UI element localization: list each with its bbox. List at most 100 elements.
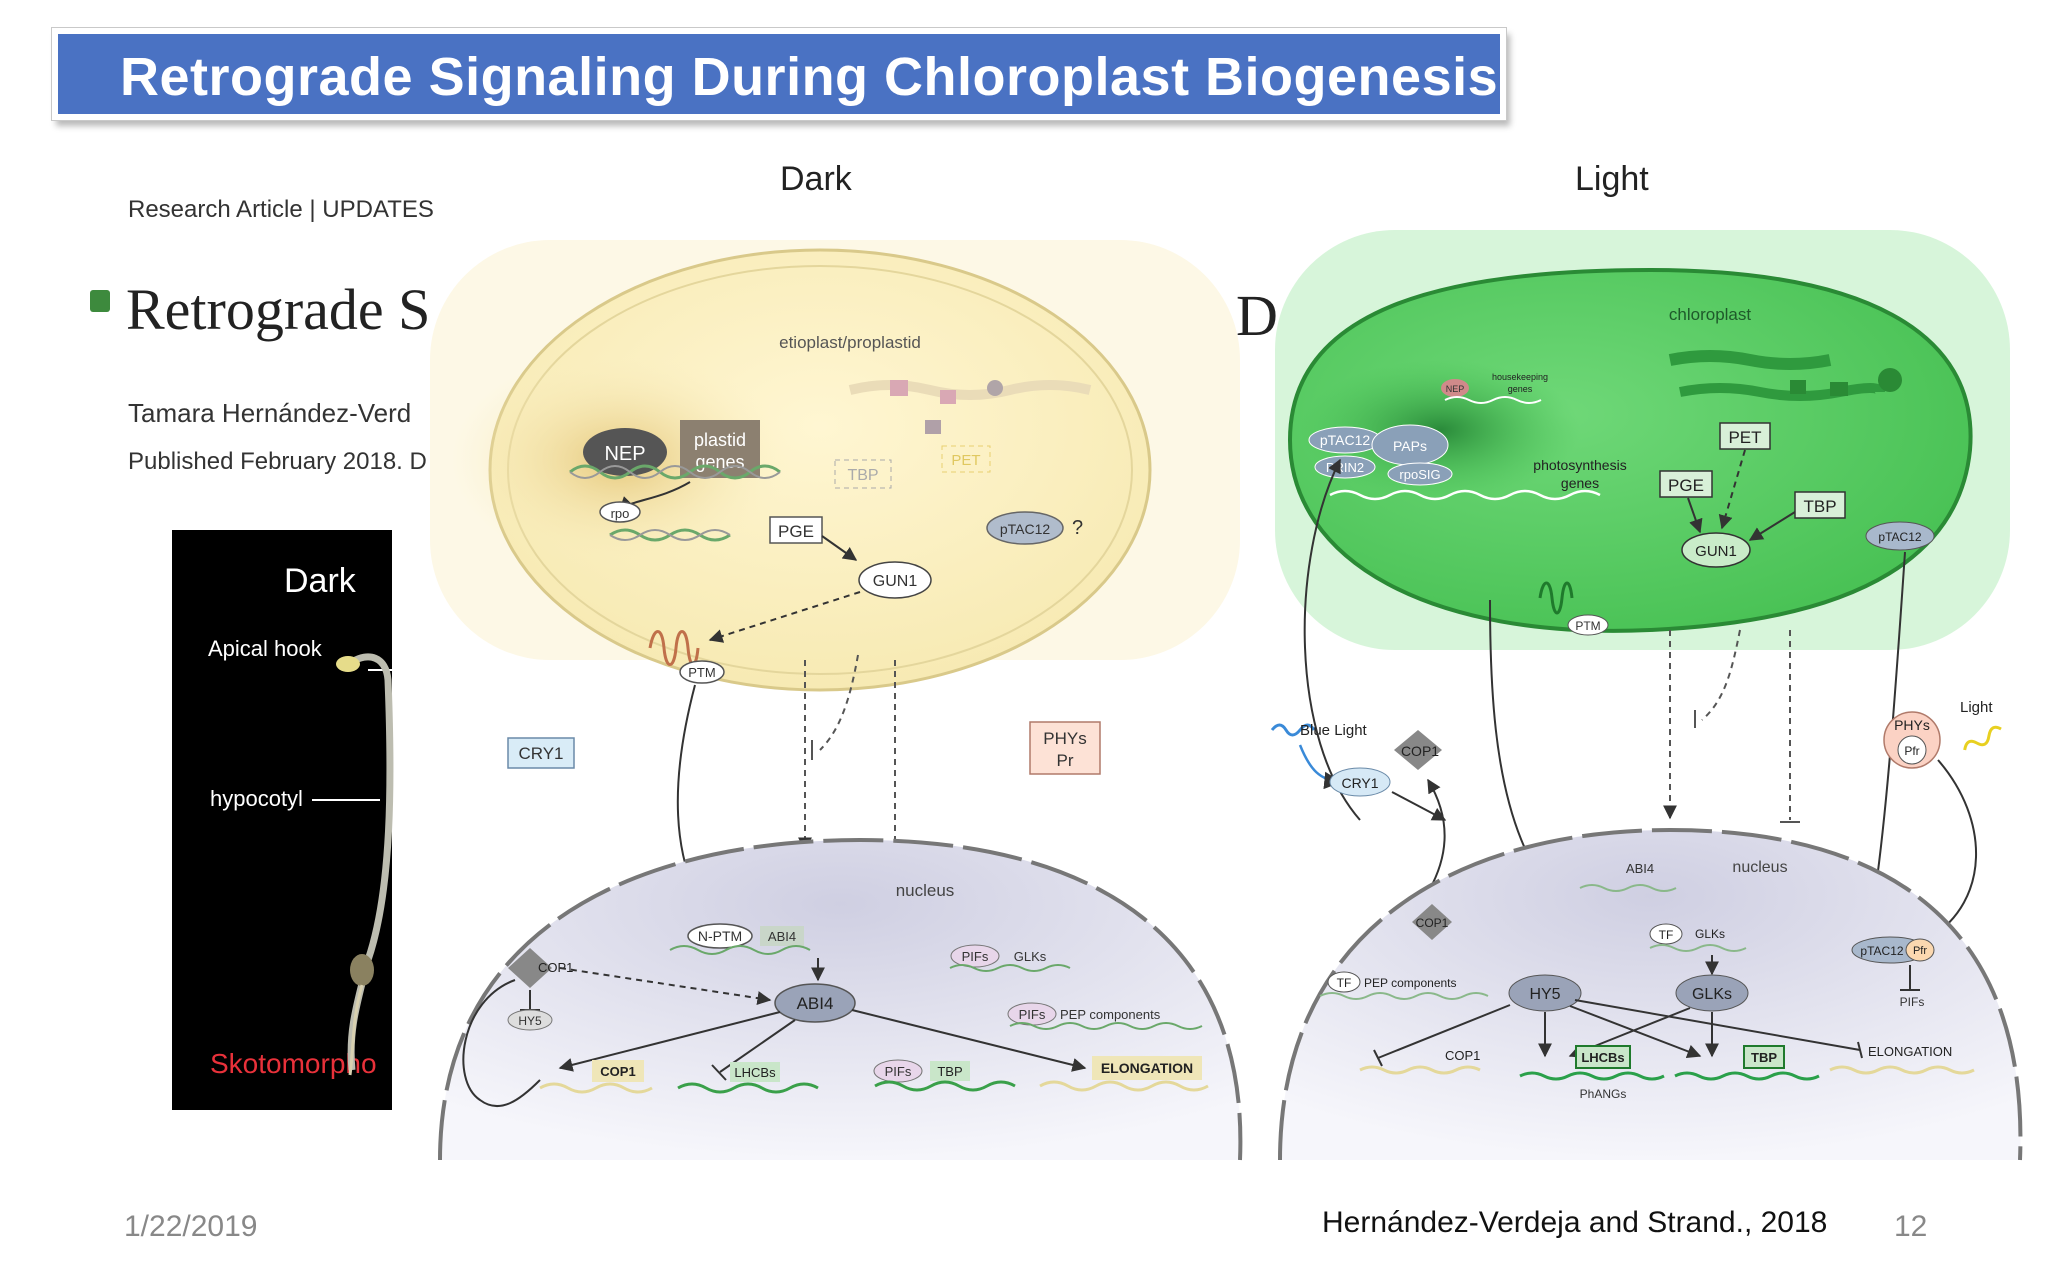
seedling-drawing bbox=[312, 653, 394, 1076]
pifs-protein-3 bbox=[873, 1059, 923, 1083]
glks-label-light: GLKs bbox=[1692, 986, 1732, 1003]
gun1-protein-light bbox=[1681, 532, 1751, 568]
photosynthesis-genes-line1: photosynthesis bbox=[1533, 457, 1626, 473]
tf-label-1: TF bbox=[1659, 928, 1674, 942]
rpo-label: rpo bbox=[611, 506, 630, 521]
cop1-diamond bbox=[508, 948, 552, 988]
abi4-gene-label: ABI4 bbox=[768, 929, 796, 944]
ptac12-label: pTAC12 bbox=[1000, 521, 1051, 537]
light-nucleus bbox=[1278, 827, 2023, 1161]
plastid-genes-line1: plastid bbox=[694, 430, 746, 450]
elongation-label: ELONGATION bbox=[1101, 1060, 1193, 1076]
cop1-label: COP1 bbox=[538, 960, 573, 975]
abi4-label: ABI4 bbox=[797, 994, 834, 1013]
cop1-label-nuclear: COP1 bbox=[1416, 916, 1449, 930]
pge-box bbox=[769, 516, 823, 544]
ptac12-protein-light bbox=[1865, 521, 1935, 551]
glks-gene-label-light: GLKs bbox=[1695, 927, 1725, 941]
cop1-gene-label: COP1 bbox=[600, 1064, 635, 1079]
tf-protein-2 bbox=[1327, 971, 1361, 993]
glks-gene-label: GLKs bbox=[1014, 949, 1047, 964]
paper-title: Retrograde S bbox=[126, 277, 431, 342]
light-panel-label: Light bbox=[1575, 160, 1649, 198]
tbp-gene-label: TBP bbox=[937, 1064, 962, 1079]
pifs-label-1: PIFs bbox=[962, 949, 989, 964]
housekeeping-line1: housekeeping bbox=[1492, 372, 1548, 382]
tbp-gene-label-light: TBP bbox=[1751, 1050, 1777, 1065]
pfr-label-light: Pfr bbox=[1904, 744, 1919, 758]
abi4-protein bbox=[774, 983, 856, 1023]
ptm-protein-light bbox=[1567, 614, 1609, 636]
elongation-label-light: ELONGATION bbox=[1868, 1044, 1952, 1059]
rposig-label: rpoSIG bbox=[1399, 467, 1440, 482]
light-diagram: chloroplast NEP housekeeping genes pTAC1… bbox=[1270, 230, 2023, 1161]
gun1-protein bbox=[858, 561, 932, 599]
pifs-label-3: PIFs bbox=[885, 1064, 912, 1079]
phys-pr-box bbox=[1029, 721, 1101, 775]
photo-title: Dark bbox=[284, 562, 356, 600]
paper-title-peek: D bbox=[1236, 283, 1278, 348]
pifs-label-light: PIFs bbox=[1900, 995, 1925, 1009]
pet-label: PET bbox=[951, 452, 980, 469]
light-label: Light bbox=[1960, 699, 1993, 716]
lhcbs-gene-box bbox=[730, 1062, 780, 1082]
seedling-photo: Dark Apical hook hypocotyl Skotomorpho bbox=[172, 530, 394, 1110]
hy5-protein-light bbox=[1508, 974, 1582, 1012]
gun1-label: GUN1 bbox=[873, 573, 918, 590]
pet-dashed-box bbox=[941, 445, 991, 473]
slide-citation: Hernández-Verdeja and Strand., 2018 bbox=[1322, 1206, 1828, 1239]
paper-snippet: Research Article | UPDATES Retrograde S … bbox=[90, 180, 434, 1110]
tbp-gene-box bbox=[930, 1061, 970, 1081]
pet-box-light bbox=[1719, 422, 1771, 450]
lhcbs-gene-label: LHCBs bbox=[734, 1065, 776, 1080]
rposig-protein bbox=[1387, 462, 1453, 486]
pifs-protein-1 bbox=[950, 944, 1000, 968]
cry1-protein-light bbox=[1329, 767, 1391, 797]
dark-diagram: etioplast/proplastid NEP plastid genes r… bbox=[430, 240, 1243, 1161]
prin2-label: PRIN2 bbox=[1326, 460, 1364, 475]
pge-label: PGE bbox=[778, 522, 814, 541]
dark-panel-label: Dark bbox=[780, 160, 852, 198]
cop1-gene-box bbox=[592, 1060, 644, 1082]
slide-title-bar: Retrograde Signaling During Chloroplast … bbox=[51, 27, 1507, 121]
nep-label-light: NEP bbox=[1446, 384, 1465, 394]
tf-label-2: TF bbox=[1337, 976, 1352, 990]
nptm-label: N-PTM bbox=[698, 928, 742, 944]
open-lock-icon bbox=[90, 290, 110, 312]
pep-components-label: PEP components bbox=[1060, 1007, 1161, 1022]
blue-light-label: Blue Light bbox=[1300, 722, 1368, 739]
phys-label: PHYs bbox=[1043, 729, 1086, 748]
photo-label-hypocotyl: hypocotyl bbox=[210, 786, 303, 811]
ptac12-question: ? bbox=[1072, 517, 1083, 539]
slide-date: 1/22/2019 bbox=[124, 1210, 258, 1243]
nptm-protein bbox=[687, 923, 753, 949]
nucleus-label-light: nucleus bbox=[1732, 859, 1787, 876]
nep-protein bbox=[583, 428, 667, 476]
pep-components-label-light: PEP components bbox=[1364, 976, 1457, 990]
glks-protein-light bbox=[1675, 974, 1749, 1012]
ptac12-label-nuclear: pTAC12 bbox=[1860, 944, 1903, 958]
hy5-label-light: HY5 bbox=[1529, 986, 1560, 1003]
cry1-box bbox=[507, 737, 575, 769]
plastid-genes-line2: genes bbox=[695, 452, 744, 472]
tbp-gene-box-light bbox=[1743, 1045, 1785, 1069]
phys-label-light: PHYs bbox=[1894, 717, 1930, 733]
housekeeping-line2: genes bbox=[1508, 384, 1533, 394]
cop1-gene-label-light: COP1 bbox=[1445, 1048, 1480, 1063]
etioplast-label: etioplast/proplastid bbox=[779, 333, 921, 352]
lhcbs-gene-box-light bbox=[1575, 1045, 1631, 1069]
tbp-label-light: TBP bbox=[1803, 497, 1836, 516]
photosynthesis-genes-line2: genes bbox=[1561, 475, 1599, 491]
tbp-label: TBP bbox=[847, 467, 878, 484]
ptac12-label-light: pTAC12 bbox=[1878, 530, 1921, 544]
ptm-label-light: PTM bbox=[1575, 619, 1600, 633]
ptm-protein bbox=[679, 660, 725, 684]
photo-label-apical-hook: Apical hook bbox=[208, 636, 322, 661]
pet-label-light: PET bbox=[1728, 428, 1761, 447]
slide-page-number: 12 bbox=[1894, 1210, 1928, 1243]
lhcbs-gene-label-light: LHCBs bbox=[1581, 1050, 1624, 1065]
pge-box-light bbox=[1659, 470, 1713, 498]
gun1-label-light: GUN1 bbox=[1695, 543, 1737, 560]
nucleus-label: nucleus bbox=[896, 881, 955, 900]
pfr-label-nuclear: Pfr bbox=[1913, 945, 1927, 957]
